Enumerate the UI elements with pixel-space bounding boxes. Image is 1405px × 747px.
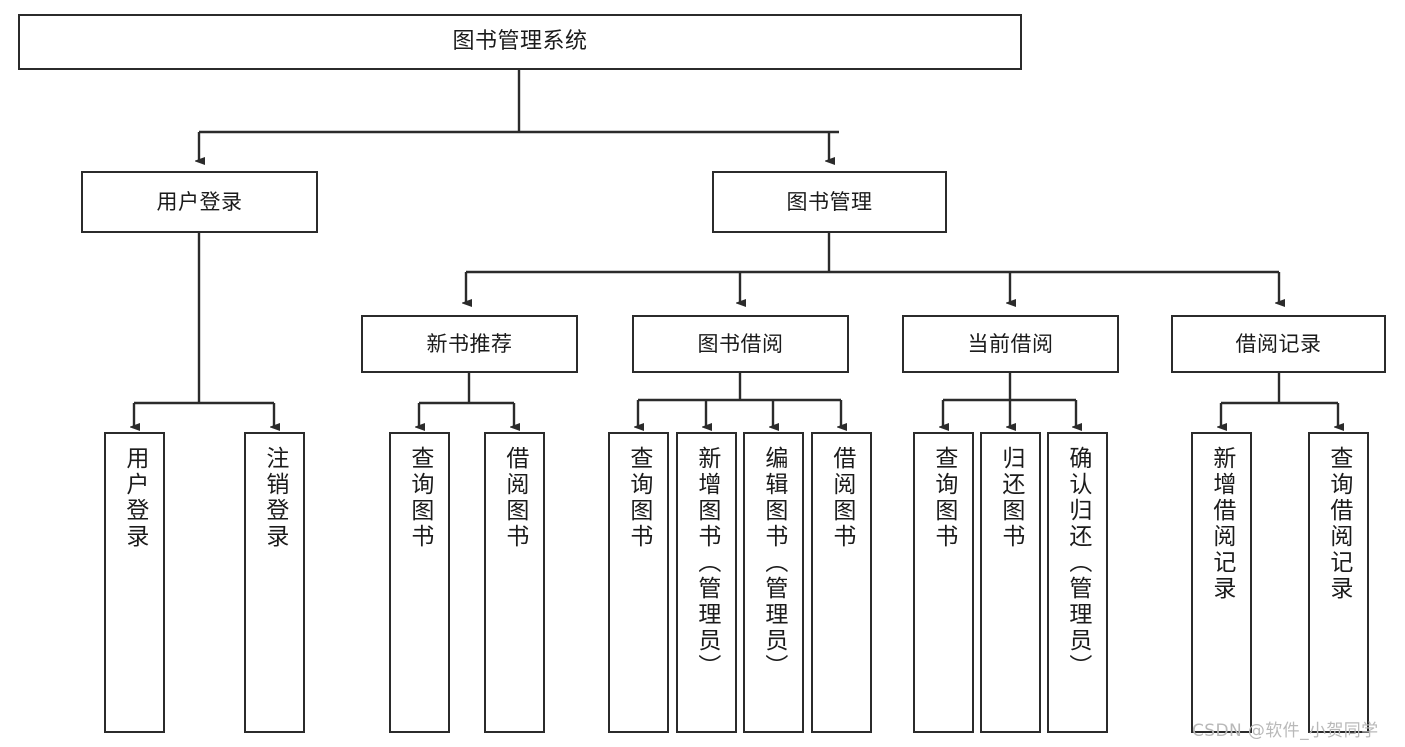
leaf-user-logout[interactable]: 注销登录	[244, 432, 305, 733]
node-user-login[interactable]: 用户登录	[81, 171, 318, 233]
node-book-management[interactable]: 图书管理	[712, 171, 947, 233]
leaf-confirm-return-admin[interactable]: 确认归还（管理员）	[1047, 432, 1108, 733]
node-label: 当前借阅	[967, 331, 1054, 356]
node-label: 图书借阅	[697, 331, 784, 356]
leaf-add-borrow-record[interactable]: 新增借阅记录	[1191, 432, 1252, 733]
node-label: 借阅图书	[501, 446, 528, 550]
leaf-query-book-recommend[interactable]: 查询图书	[389, 432, 450, 733]
node-label: 新书推荐	[426, 331, 513, 356]
node-label: 用户登录	[156, 189, 243, 214]
node-label: 确认归还（管理员）	[1064, 446, 1091, 680]
leaf-query-book-current[interactable]: 查询图书	[913, 432, 974, 733]
leaf-add-book-admin[interactable]: 新增图书（管理员）	[676, 432, 737, 733]
node-book-borrow[interactable]: 图书借阅	[632, 315, 849, 373]
node-label: 查询图书	[625, 446, 652, 550]
node-new-book-recommend[interactable]: 新书推荐	[361, 315, 578, 373]
leaf-edit-book-admin[interactable]: 编辑图书（管理员）	[743, 432, 804, 733]
node-label: 查询借阅记录	[1325, 446, 1352, 602]
node-label: 新增借阅记录	[1208, 446, 1235, 602]
node-label: 查询图书	[406, 446, 433, 550]
node-borrow-record[interactable]: 借阅记录	[1171, 315, 1386, 373]
node-label: 注销登录	[261, 446, 288, 550]
node-label: 图书管理	[786, 189, 873, 214]
leaf-query-borrow-record[interactable]: 查询借阅记录	[1308, 432, 1369, 733]
leaf-borrow-book[interactable]: 借阅图书	[811, 432, 872, 733]
node-label: 用户登录	[121, 446, 148, 550]
csdn-watermark: CSDN @软件_小贺同学	[1192, 721, 1379, 741]
leaf-query-book-borrow[interactable]: 查询图书	[608, 432, 669, 733]
node-current-borrow[interactable]: 当前借阅	[902, 315, 1119, 373]
node-label: 查询图书	[930, 446, 957, 550]
node-label: 编辑图书（管理员）	[760, 446, 787, 680]
leaf-user-login[interactable]: 用户登录	[104, 432, 165, 733]
node-root-library-system[interactable]: 图书管理系统	[18, 14, 1022, 70]
node-label: 归还图书	[997, 446, 1024, 550]
node-label: 新增图书（管理员）	[693, 446, 720, 680]
node-label: 借阅记录	[1235, 331, 1322, 356]
leaf-borrow-book-recommend[interactable]: 借阅图书	[484, 432, 545, 733]
node-label: 借阅图书	[828, 446, 855, 550]
node-label: 图书管理系统	[452, 29, 588, 55]
leaf-return-book[interactable]: 归还图书	[980, 432, 1041, 733]
